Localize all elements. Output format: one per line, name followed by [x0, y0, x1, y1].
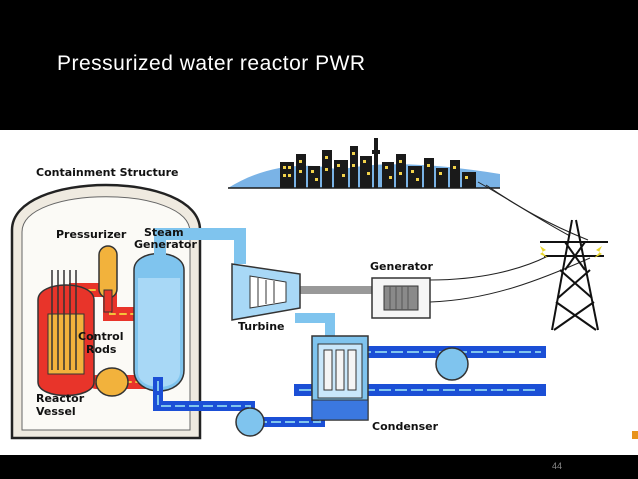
pwr-diagram-svg: Containment Structure Pressurizer Steam … [10, 138, 608, 440]
slide-title: Pressurized water reactor PWR [57, 52, 366, 75]
cooling-water-pump [435, 347, 469, 381]
containment-label: Containment Structure [36, 166, 179, 179]
generator-label: Generator [370, 260, 433, 273]
control-rods-label-line1: Control [78, 330, 123, 343]
turbine [231, 263, 301, 321]
power-lines [429, 181, 591, 303]
accent-mark [632, 431, 638, 439]
generator [371, 277, 431, 319]
steam-generator-label-line2: Generator [134, 238, 197, 251]
reactor-vessel [37, 270, 129, 397]
spark-icon [540, 246, 602, 258]
control-rods-label-line2: Rods [86, 343, 117, 356]
pressurizer [98, 245, 118, 313]
reactor-vessel-label-line2: Vessel [36, 405, 76, 418]
pwr-diagram: Containment Structure Pressurizer Steam … [0, 130, 638, 455]
condenser-label: Condenser [372, 420, 439, 433]
reactor-vessel-label-line1: Reactor [36, 392, 85, 405]
reactor-coolant-pump [95, 367, 129, 397]
page-number: 44 [552, 461, 563, 471]
turbine-label: Turbine [238, 320, 285, 333]
steam-generator-label-line1: Steam [144, 226, 184, 239]
steam-generator [133, 252, 185, 392]
condenser [311, 335, 369, 421]
transmission-tower [540, 219, 608, 331]
feedwater-pump [235, 407, 265, 437]
city-skyline [228, 138, 500, 189]
pressurizer-label: Pressurizer [56, 228, 127, 241]
